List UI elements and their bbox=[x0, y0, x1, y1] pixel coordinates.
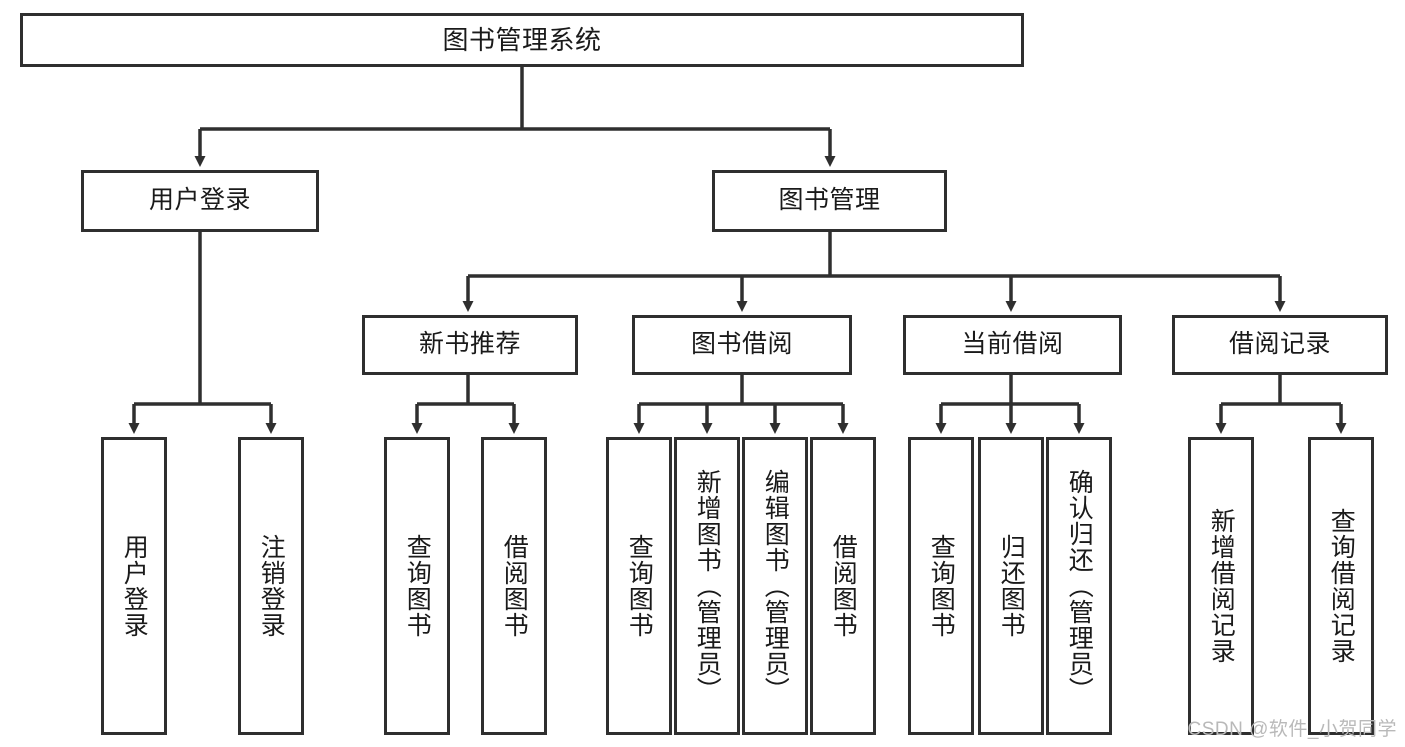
leaf-edit-book[interactable]: 编辑图书（管理员） bbox=[742, 437, 808, 735]
node-label: 图书管理系统 bbox=[442, 24, 602, 55]
node-label: 图书管理 bbox=[778, 186, 881, 215]
node-book-borrow[interactable]: 图书借阅 bbox=[632, 315, 852, 375]
leaf-query-book-borrow[interactable]: 查询图书 bbox=[606, 437, 672, 735]
node-label: 新书推荐 bbox=[418, 330, 521, 359]
node-label: 新增图书（管理员） bbox=[693, 469, 722, 703]
leaf-borrow-book[interactable]: 借阅图书 bbox=[810, 437, 876, 735]
node-label: 借阅图书 bbox=[829, 534, 858, 638]
node-label: 查询借阅记录 bbox=[1327, 508, 1356, 664]
node-user-login[interactable]: 用户登录 bbox=[81, 170, 319, 232]
node-label: 当前借阅 bbox=[961, 330, 1064, 359]
node-label: 借阅记录 bbox=[1228, 330, 1331, 359]
node-current-borrow[interactable]: 当前借阅 bbox=[903, 315, 1122, 375]
node-label: 借阅图书 bbox=[500, 534, 529, 638]
node-label: 注销登录 bbox=[257, 534, 286, 638]
leaf-query-book-recommend[interactable]: 查询图书 bbox=[384, 437, 450, 735]
node-new-book-recommend[interactable]: 新书推荐 bbox=[362, 315, 578, 375]
node-label: 确认归还（管理员） bbox=[1065, 469, 1094, 703]
leaf-borrow-book-recommend[interactable]: 借阅图书 bbox=[481, 437, 547, 735]
node-label: 归还图书 bbox=[997, 534, 1026, 638]
leaf-query-borrow-record[interactable]: 查询借阅记录 bbox=[1308, 437, 1374, 735]
leaf-user-logout[interactable]: 注销登录 bbox=[238, 437, 304, 735]
node-label: 用户登录 bbox=[120, 534, 149, 638]
leaf-add-borrow-record[interactable]: 新增借阅记录 bbox=[1188, 437, 1254, 735]
node-label: 查询图书 bbox=[625, 534, 654, 638]
node-book-management[interactable]: 图书管理 bbox=[712, 170, 947, 232]
leaf-return-book[interactable]: 归还图书 bbox=[978, 437, 1044, 735]
node-label: 图书借阅 bbox=[690, 330, 793, 359]
node-label: 用户登录 bbox=[148, 186, 251, 215]
leaf-add-book[interactable]: 新增图书（管理员） bbox=[674, 437, 740, 735]
leaf-query-book-current[interactable]: 查询图书 bbox=[908, 437, 974, 735]
watermark-text: CSDN @软件_小贺同学 bbox=[1187, 719, 1397, 740]
leaf-confirm-return[interactable]: 确认归还（管理员） bbox=[1046, 437, 1112, 735]
node-root-system[interactable]: 图书管理系统 bbox=[20, 13, 1024, 67]
node-label: 查询图书 bbox=[403, 534, 432, 638]
node-label: 新增借阅记录 bbox=[1207, 508, 1236, 664]
node-label: 编辑图书（管理员） bbox=[761, 469, 790, 703]
leaf-user-login[interactable]: 用户登录 bbox=[101, 437, 167, 735]
node-label: 查询图书 bbox=[927, 534, 956, 638]
node-borrow-record[interactable]: 借阅记录 bbox=[1172, 315, 1388, 375]
